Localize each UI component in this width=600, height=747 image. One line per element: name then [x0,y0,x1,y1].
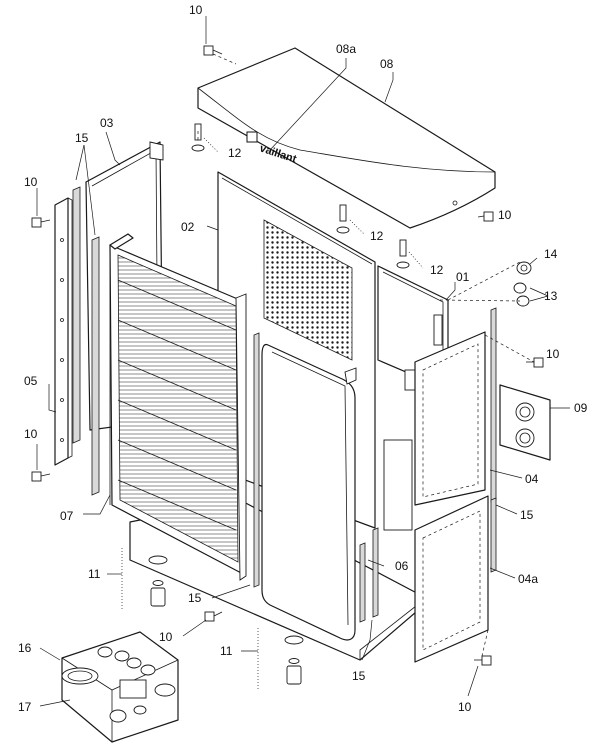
callout-11-right: 11 [220,644,233,658]
callout-13: 13 [544,289,558,303]
service-panel-upper [383,331,486,531]
callout-14: 14 [544,247,558,261]
sealing-strip-left [72,186,100,496]
screw-top [203,45,223,56]
callout-09: 09 [574,401,588,415]
callout-labels: 10 08a 08 03 15 12 10 02 12 10 14 12 01 … [18,3,588,714]
screw-bottom-mid [204,611,223,622]
callout-05: 05 [24,374,38,388]
screw-left-bottom [31,471,51,482]
screw-bottom-right [474,655,492,666]
mount-12c [396,239,410,269]
foot-left [148,555,168,607]
callout-10-bottom-mid: 10 [159,630,173,644]
callout-12-c: 12 [430,263,444,277]
callout-15-right: 15 [520,508,534,522]
callout-10-right-top: 10 [498,208,512,222]
callout-12-b: 12 [370,229,384,243]
callout-08a: 08a [336,42,356,56]
callout-10-top: 10 [189,3,203,17]
callout-15-top: 15 [75,131,89,145]
assembly-lines [197,53,535,657]
callout-07: 07 [60,509,74,523]
callout-10-left-top: 10 [24,175,38,189]
foot-right [284,635,304,685]
callout-12-a: 12 [228,146,242,160]
callout-10-right-mid: 10 [546,347,560,361]
fan-grille [263,219,353,361]
callout-15-bottom-mid: 15 [188,591,202,605]
sealing-strip-right [490,307,497,573]
callout-02: 02 [181,220,195,234]
callout-04a: 04a [518,572,538,586]
screw-right-mid [526,357,544,368]
front-panel [261,343,357,641]
screw-right-top [477,211,494,222]
callout-10-bottom-right: 10 [458,700,472,714]
sealing-strip-mid [253,332,379,623]
callout-01: 01 [456,270,470,284]
heat-exchanger [109,233,247,581]
accessory-kit [61,631,179,743]
screw-left-top [31,217,51,228]
callout-16: 16 [18,641,32,655]
grommets [513,261,532,307]
service-panel-lower [414,495,489,663]
callout-leaders [36,16,570,707]
callout-06: 06 [395,559,409,573]
callout-04: 04 [525,472,539,486]
connection-plate [499,384,551,461]
callout-15-bottom-right: 15 [352,669,366,683]
callout-03: 03 [100,116,114,130]
callout-11-left: 11 [88,567,101,581]
callout-17: 17 [18,700,32,714]
mount-12b [336,204,350,234]
callout-08: 08 [380,57,394,71]
left-side-panel [54,197,73,466]
callout-10-left-bottom: 10 [24,427,38,441]
